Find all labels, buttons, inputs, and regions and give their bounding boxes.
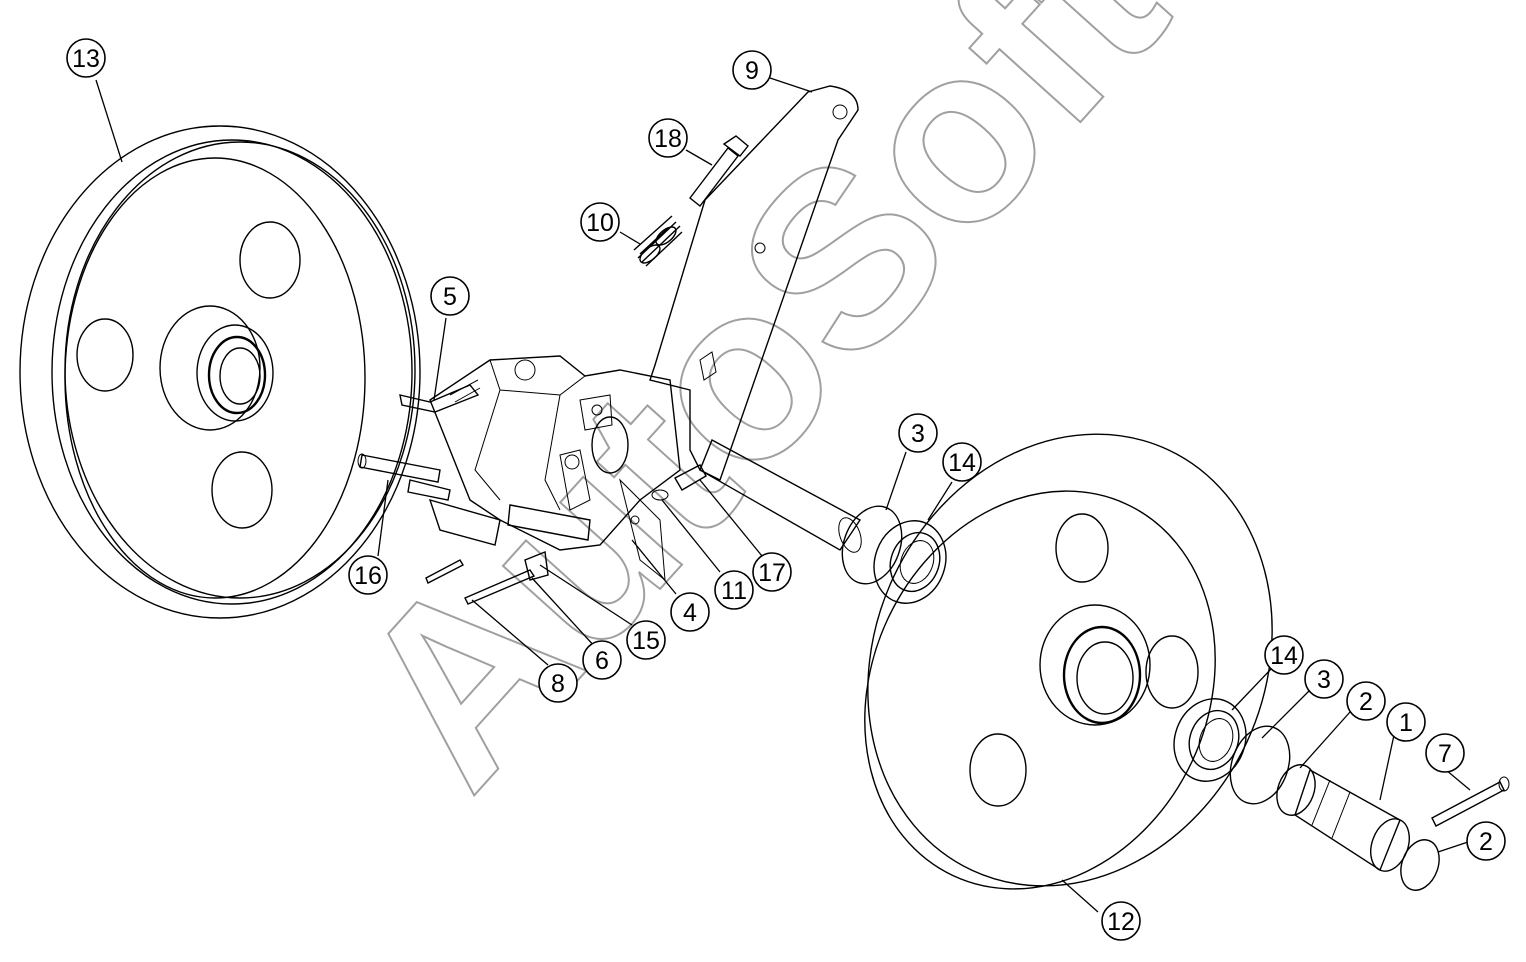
callout-12: 12 bbox=[1101, 901, 1141, 941]
svg-text:18: 18 bbox=[654, 125, 682, 153]
svg-text:15: 15 bbox=[632, 627, 660, 655]
left-wheel bbox=[19, 125, 421, 619]
svg-text:11: 11 bbox=[721, 577, 747, 605]
leader-lines bbox=[95, 77, 1471, 913]
callout-8: 8 bbox=[538, 663, 578, 703]
callout-4: 4 bbox=[670, 592, 710, 632]
lower-pins bbox=[425, 504, 591, 605]
callout-16: 16 bbox=[348, 555, 388, 595]
callout-15: 15 bbox=[626, 620, 666, 660]
callout-9: 9 bbox=[732, 50, 772, 90]
svg-text:6: 6 bbox=[595, 647, 609, 675]
right-wheel bbox=[864, 433, 1273, 890]
svg-text:16: 16 bbox=[354, 562, 382, 590]
callout-1: 1 bbox=[1386, 702, 1426, 742]
spring bbox=[633, 215, 683, 267]
arm-plate bbox=[649, 85, 859, 481]
svg-text:2: 2 bbox=[1479, 828, 1493, 856]
svg-text:3: 3 bbox=[911, 420, 925, 448]
axle-sleeve bbox=[1294, 768, 1410, 872]
axle-tube bbox=[699, 439, 862, 553]
callout-6: 6 bbox=[582, 640, 622, 680]
watermark: AutoSoft bbox=[302, 0, 1215, 835]
svg-text:9: 9 bbox=[745, 57, 759, 85]
bearing-upper bbox=[873, 520, 947, 604]
svg-text:8: 8 bbox=[551, 670, 565, 698]
svg-text:2: 2 bbox=[1359, 688, 1373, 716]
bolt bbox=[689, 135, 749, 207]
pins-left bbox=[357, 453, 451, 501]
callout-18: 18 bbox=[648, 118, 688, 158]
small-bolts bbox=[651, 464, 707, 501]
svg-text:7: 7 bbox=[1438, 740, 1452, 768]
callout-14-upper: 14 bbox=[942, 442, 982, 482]
svg-text:3: 3 bbox=[1317, 666, 1331, 694]
svg-text:5: 5 bbox=[443, 283, 457, 311]
svg-text:12: 12 bbox=[1107, 908, 1135, 936]
callout-3-lower: 3 bbox=[1304, 659, 1344, 699]
svg-text:17: 17 bbox=[758, 559, 786, 587]
svg-text:4: 4 bbox=[683, 599, 697, 627]
circlip-lower bbox=[1229, 725, 1291, 805]
svg-text:14: 14 bbox=[1270, 642, 1298, 670]
cotter-pin bbox=[1431, 776, 1510, 827]
callout-10: 10 bbox=[580, 202, 620, 242]
svg-text:13: 13 bbox=[72, 45, 100, 73]
snap-ring-b bbox=[1400, 839, 1440, 891]
snap-ring-a bbox=[1276, 764, 1316, 816]
circlip-upper bbox=[841, 505, 903, 585]
wing-nut-spring bbox=[399, 379, 481, 413]
callout-14-lower: 14 bbox=[1264, 635, 1304, 675]
callout-3-upper: 3 bbox=[898, 413, 938, 453]
callout-2-b: 2 bbox=[1466, 821, 1506, 861]
callout-7: 7 bbox=[1425, 733, 1465, 773]
callout-11: 11 bbox=[714, 570, 754, 610]
bearing-lower bbox=[1173, 698, 1247, 782]
svg-text:10: 10 bbox=[586, 209, 614, 237]
callout-5: 5 bbox=[430, 276, 470, 316]
callout-13: 13 bbox=[66, 38, 106, 78]
svg-text:14: 14 bbox=[948, 449, 976, 477]
callout-2-a: 2 bbox=[1346, 681, 1386, 721]
svg-text:1: 1 bbox=[1399, 709, 1413, 737]
callout-17: 17 bbox=[752, 552, 792, 592]
